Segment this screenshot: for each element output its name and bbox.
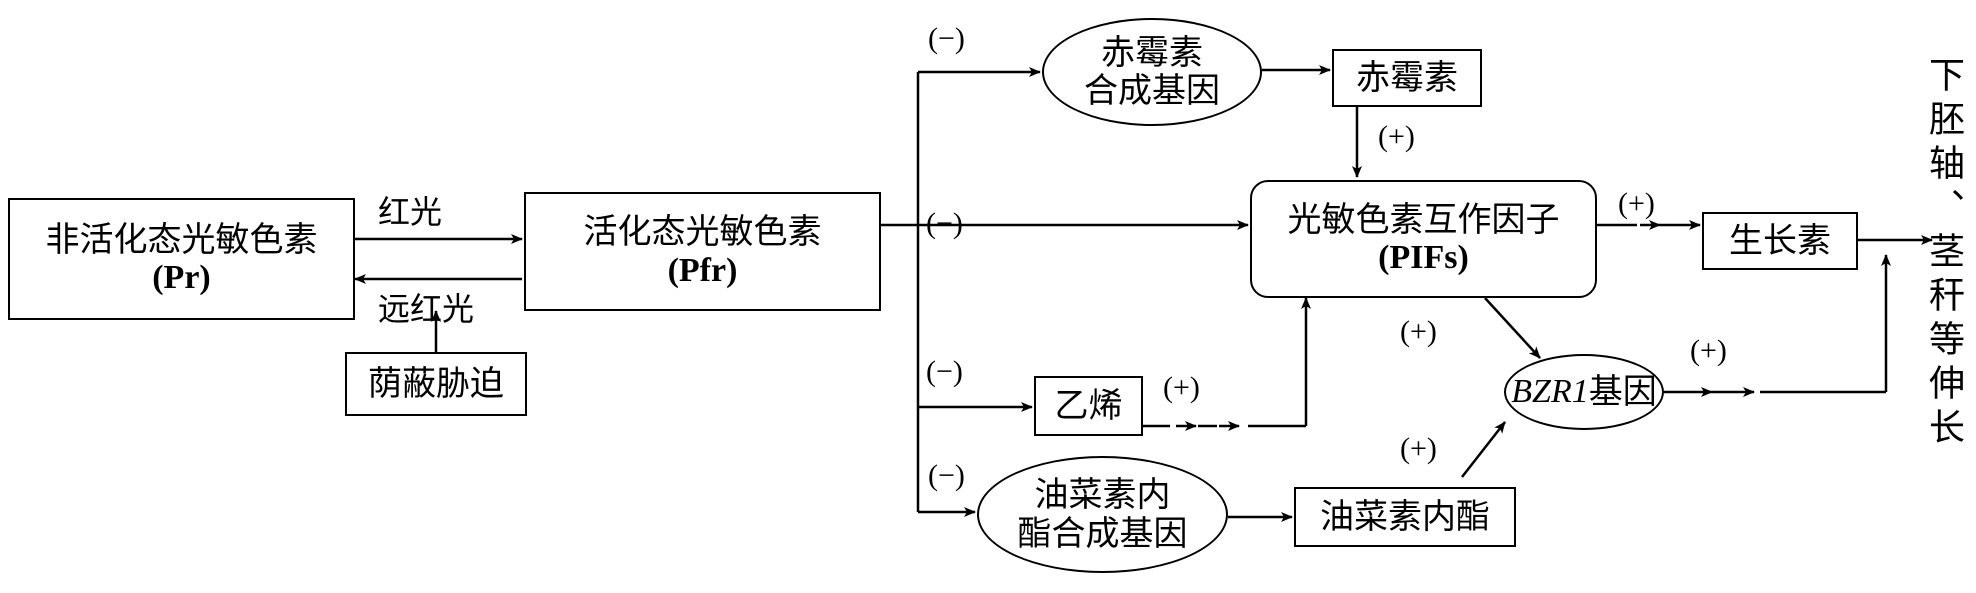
node-ethylene-label: 乙烯 — [1054, 385, 1123, 426]
label-minus-ga-gene: (−) — [928, 22, 965, 55]
node-ga: 赤霉素 — [1332, 49, 1482, 107]
node-shade-stress: 荫蔽胁迫 — [345, 352, 527, 416]
node-pifs-line1: 光敏色素互作因子 — [1287, 199, 1560, 240]
node-pfr: 活化态光敏色素 (Pfr) — [524, 192, 881, 311]
node-br: 油菜素内酯 — [1294, 487, 1516, 547]
label-plus-ga: (+) — [1378, 120, 1415, 153]
label-plus-pifs-auxin: (+) — [1618, 187, 1655, 220]
node-ethylene: 乙烯 — [1034, 376, 1143, 436]
arrow-br-to-bzr1 — [1461, 421, 1506, 478]
label-plus-br: (+) — [1400, 432, 1437, 465]
label-far-red-light: 远红光 — [378, 290, 475, 328]
node-br-label: 油菜素内酯 — [1320, 496, 1490, 537]
label-plus-ethylene: (+) — [1163, 371, 1200, 404]
node-bzr1: BZR1 基因 — [1504, 354, 1664, 430]
node-br-gene: 油菜素内 酯合成基因 — [977, 456, 1228, 573]
outcome-text: 下胚轴、茎秆等伸长 — [1923, 56, 1964, 452]
node-bzr1-gene: BZR1 — [1511, 372, 1589, 410]
node-pifs: 光敏色素互作因子 (PIFs) — [1250, 180, 1597, 298]
node-shade-stress-label: 荫蔽胁迫 — [368, 363, 504, 404]
label-minus-br-gene: (−) — [928, 459, 965, 492]
node-br-gene-line1: 油菜素内 — [1034, 475, 1171, 516]
label-plus-bzr1: (+) — [1690, 334, 1727, 367]
label-red-light: 红光 — [378, 193, 443, 231]
node-pr: 非活化态光敏色素 (Pr) — [8, 198, 355, 320]
node-ga-gene: 赤霉素 合成基因 — [1042, 18, 1262, 126]
label-plus-pifs-bzr1: (+) — [1400, 315, 1437, 348]
node-br-gene-line2: 酯合成基因 — [1017, 513, 1188, 554]
node-ga-label: 赤霉素 — [1356, 57, 1458, 98]
arrow-pifs-to-bzr1 — [1484, 297, 1541, 359]
node-pfr-line2: (Pfr) — [667, 251, 738, 289]
node-auxin: 生长素 — [1702, 212, 1858, 270]
node-auxin-label: 生长素 — [1729, 220, 1831, 261]
node-pr-line2: (Pr) — [152, 259, 211, 296]
node-ga-gene-line1: 赤霉素 — [1101, 32, 1203, 73]
node-pr-line1: 非活化态光敏色素 — [45, 219, 318, 260]
node-bzr1-suffix: 基因 — [1588, 371, 1657, 412]
label-minus-pifs: (−) — [926, 207, 963, 240]
node-pifs-line2: (PIFs) — [1378, 239, 1469, 276]
label-minus-ethylene: (−) — [926, 355, 963, 388]
node-pfr-line1: 活化态光敏色素 — [583, 212, 822, 253]
node-ga-gene-line2: 合成基因 — [1084, 71, 1220, 111]
